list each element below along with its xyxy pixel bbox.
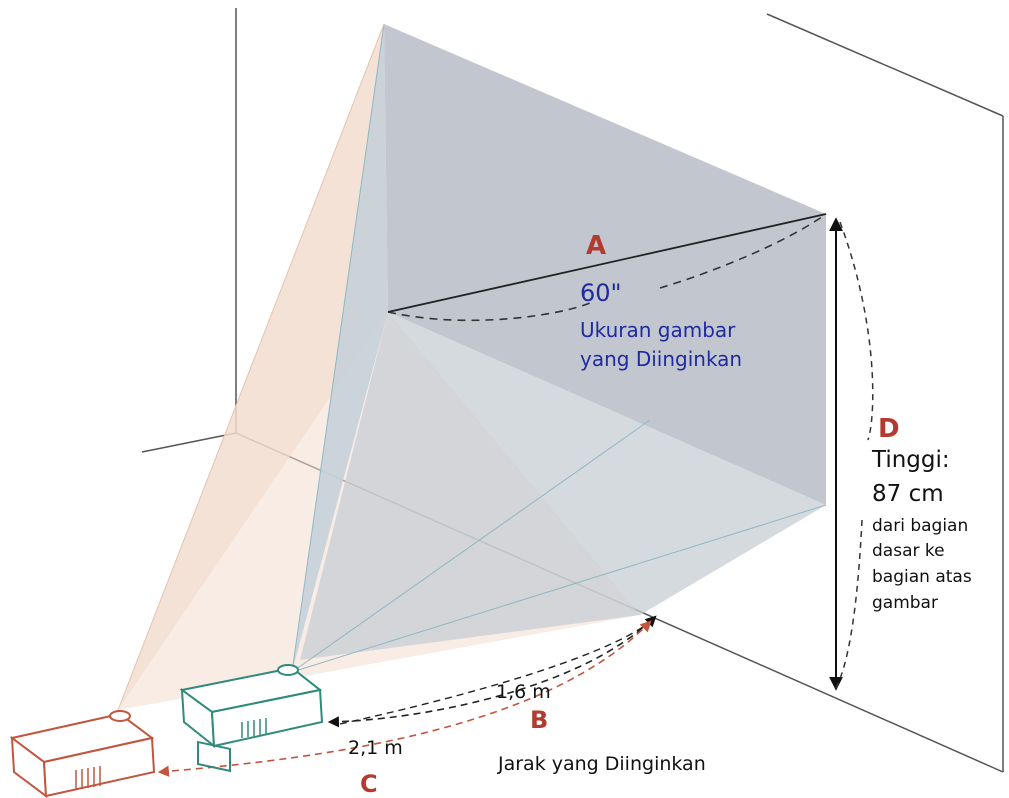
image-size-caption-line1: Ukuran gambar — [580, 318, 736, 342]
image-diagonal — [387, 213, 827, 313]
far-distance-arrow — [157, 620, 652, 777]
image-size-value: 60" — [580, 279, 622, 307]
height-note-line2: dasar ke — [872, 541, 945, 561]
height-dashed-arc — [835, 221, 874, 689]
floor-left-edge — [141, 432, 237, 453]
diagonal-dimension-arc — [387, 213, 827, 322]
near-projector — [179, 664, 324, 773]
height-title: Tinggi: — [871, 447, 950, 473]
height-value: 87 cm — [872, 481, 944, 507]
projected-image-screen — [384, 24, 826, 505]
label-c: C — [360, 770, 378, 798]
height-note-line1: dari bagian — [872, 516, 968, 536]
screen-lower-shade — [300, 312, 826, 660]
height-note-line3: bagian atas — [872, 567, 972, 587]
far-distance-value: 2,1 m — [348, 737, 403, 759]
right-wall-top — [766, 13, 1004, 117]
label-d: D — [878, 414, 900, 444]
image-size-caption-line2: yang Diinginkan — [580, 347, 742, 371]
far-projector-beam — [118, 24, 388, 710]
distance-caption: Jarak yang Diinginkan — [497, 753, 706, 775]
near-projector-beam — [292, 24, 388, 672]
height-note-line4: gambar — [872, 593, 938, 613]
far-projector — [9, 710, 156, 798]
label-b: B — [530, 706, 548, 734]
near-distance-value: 1,6 m — [496, 681, 551, 703]
label-a: A — [586, 231, 606, 261]
